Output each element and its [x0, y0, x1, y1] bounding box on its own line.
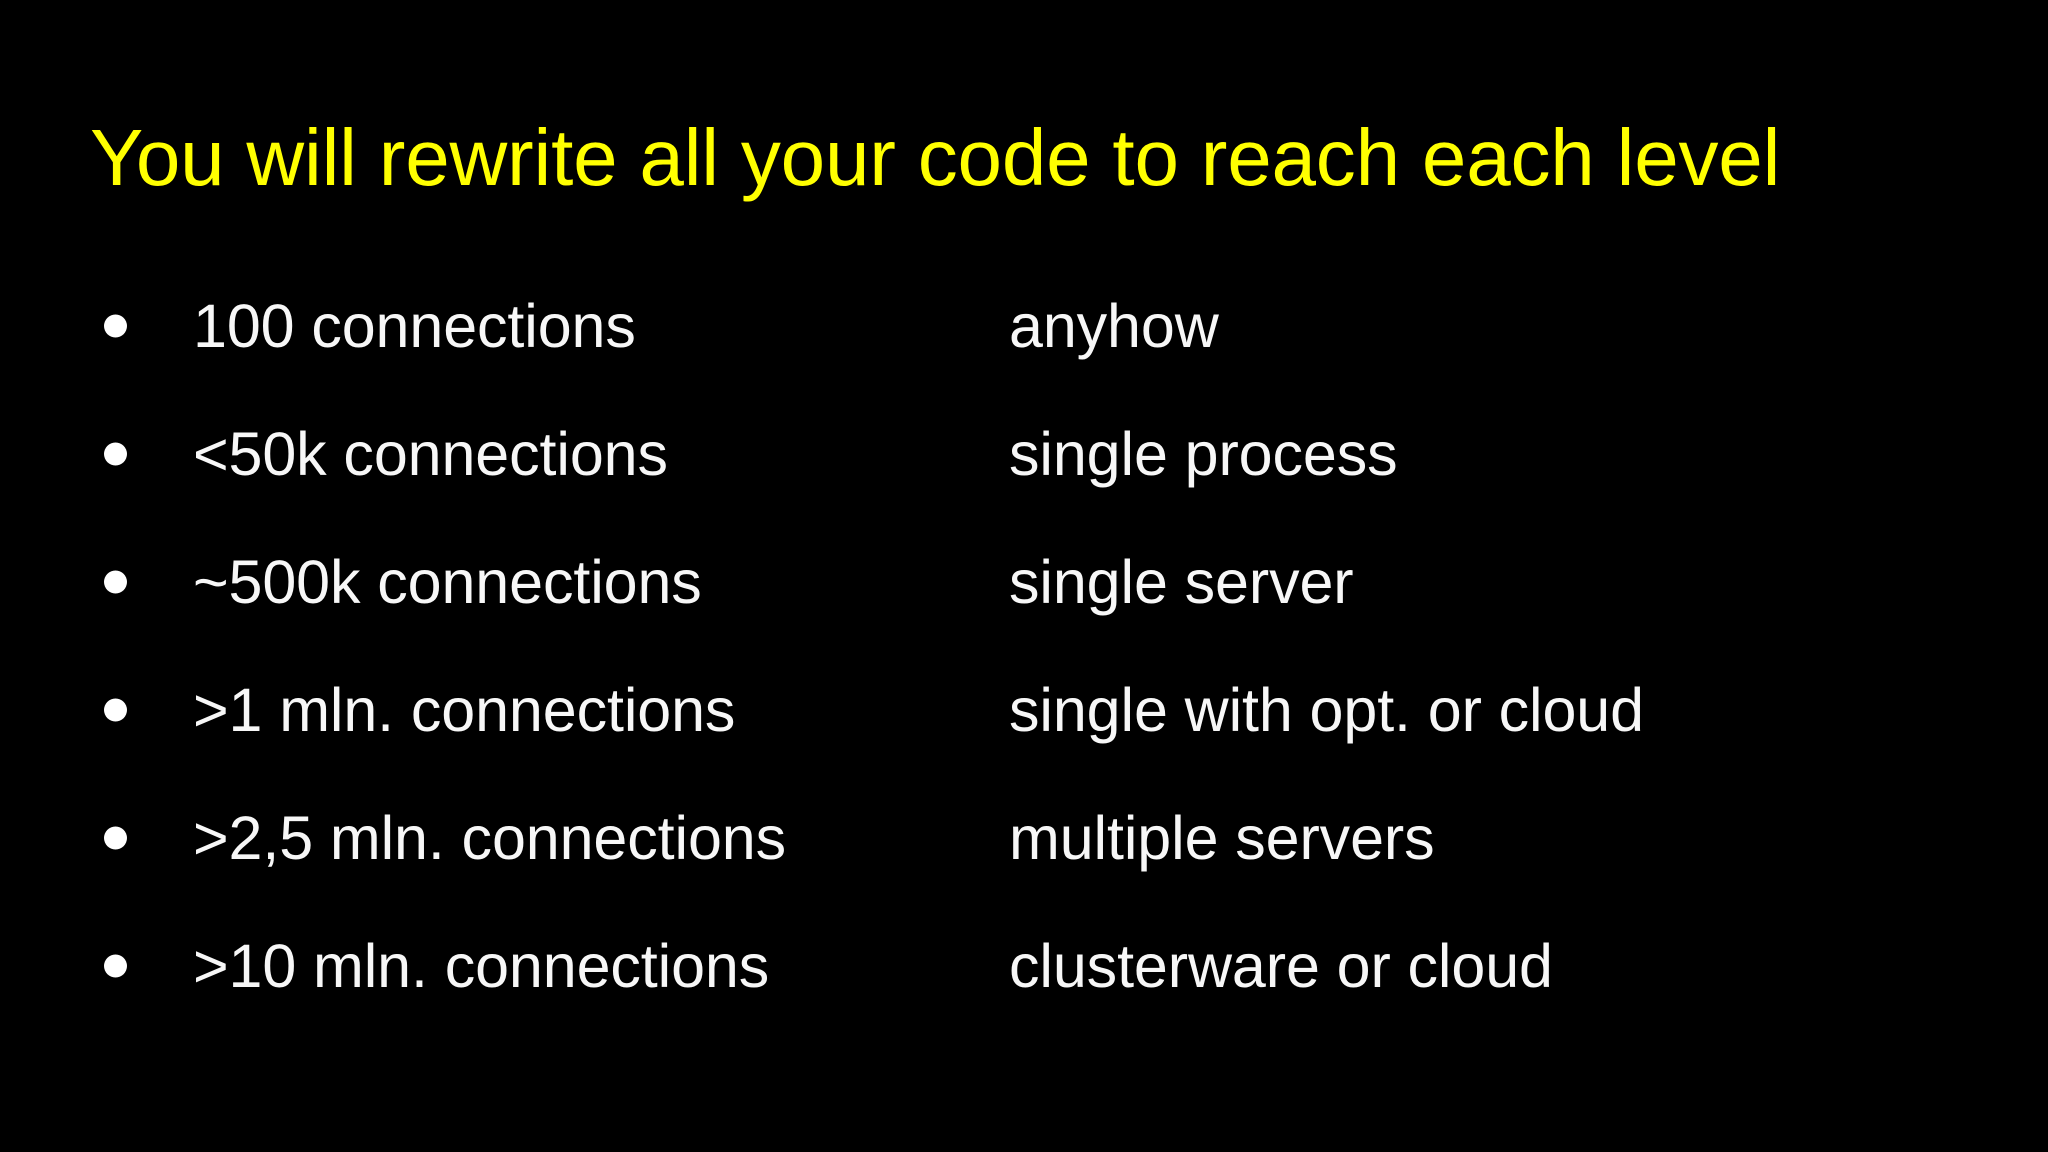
deployment-approach-label: anyhow: [1009, 291, 1219, 360]
connection-scale-label: >1 mln. connections: [193, 675, 736, 744]
connection-scale-label: <50k connections: [193, 419, 668, 488]
bullet-point-icon: [104, 314, 127, 338]
bullet-list: 100 connections anyhow <50k connections …: [0, 262, 2048, 1030]
connection-scale-label: 100 connections: [193, 291, 636, 360]
connection-scale-label: >2,5 mln. connections: [193, 803, 787, 872]
list-item: 100 connections anyhow: [0, 262, 2048, 390]
list-item: >2,5 mln. connections multiple servers: [0, 774, 2048, 902]
list-item: <50k connections single process: [0, 390, 2048, 518]
connection-scale-label: ~500k connections: [193, 547, 702, 616]
bullet-point-icon: [104, 954, 127, 978]
bullet-point-icon: [104, 570, 127, 594]
slide-title: You will rewrite all your code to reach …: [90, 113, 1781, 202]
deployment-approach-label: single with opt. or cloud: [1009, 675, 1644, 744]
deployment-approach-label: single server: [1009, 547, 1354, 616]
deployment-approach-label: multiple servers: [1009, 803, 1435, 872]
list-item: >10 mln. connections clusterware or clou…: [0, 902, 2048, 1030]
deployment-approach-label: clusterware or cloud: [1009, 931, 1553, 1000]
bullet-point-icon: [104, 442, 127, 466]
bullet-point-icon: [104, 826, 127, 850]
bullet-point-icon: [104, 698, 127, 722]
connection-scale-label: >10 mln. connections: [193, 931, 770, 1000]
list-item: ~500k connections single server: [0, 518, 2048, 646]
deployment-approach-label: single process: [1009, 419, 1398, 488]
list-item: >1 mln. connections single with opt. or …: [0, 646, 2048, 774]
